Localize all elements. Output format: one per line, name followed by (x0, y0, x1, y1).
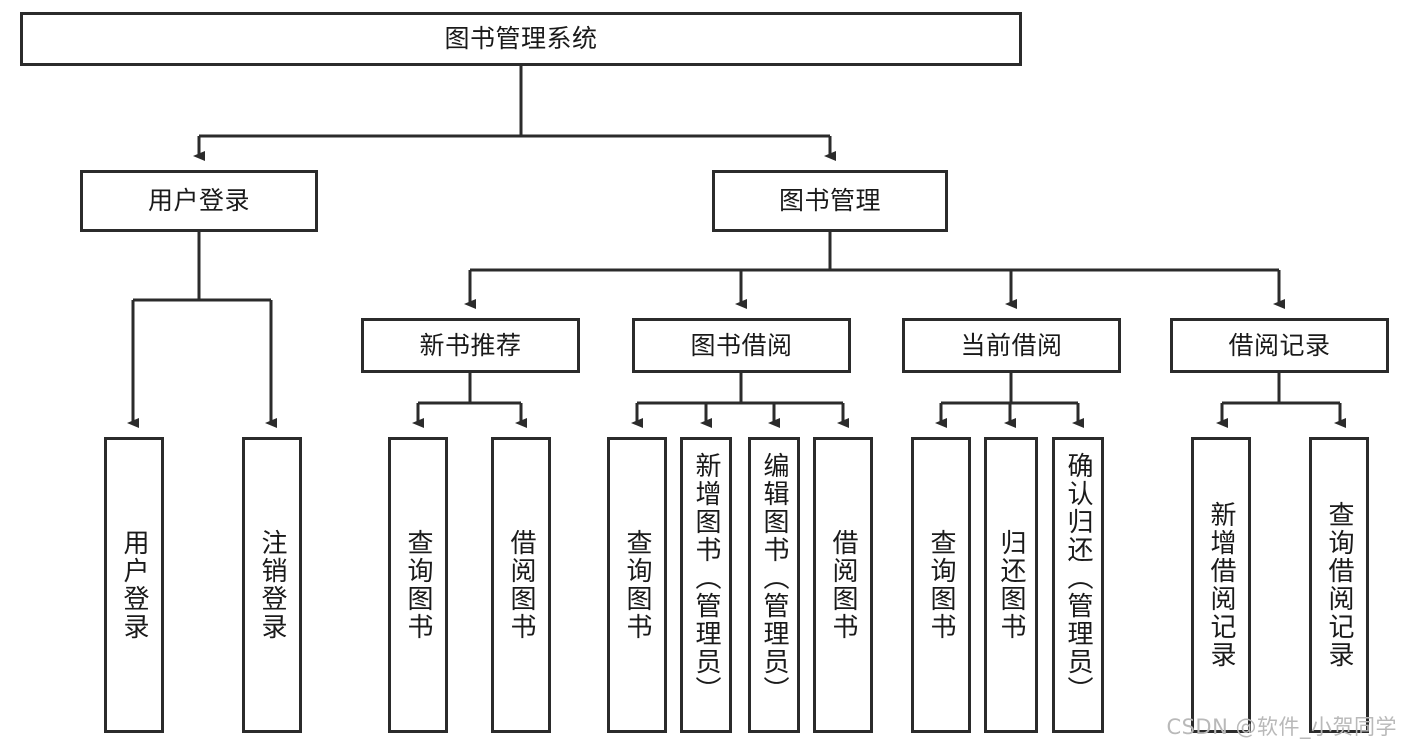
node-book-borrow[interactable]: 图书借阅 (632, 318, 851, 373)
node-leaf-edit-book-admin[interactable]: 编辑图书（管理员） (748, 437, 800, 733)
node-label: 确认归还（管理员） (1063, 452, 1093, 704)
node-leaf-user-login[interactable]: 用户登录 (104, 437, 164, 733)
node-label: 查询借阅记录 (1324, 501, 1354, 669)
node-label: 查询图书 (622, 529, 652, 641)
node-label: 用户登录 (119, 529, 149, 641)
node-label: 归还图书 (996, 529, 1026, 641)
node-leaf-borrow-book-recommend[interactable]: 借阅图书 (491, 437, 551, 733)
node-label: 编辑图书（管理员） (759, 452, 789, 704)
node-leaf-query-book-borrow[interactable]: 查询图书 (607, 437, 667, 733)
node-label: 注销登录 (257, 529, 287, 641)
node-label: 查询图书 (926, 529, 956, 641)
node-label: 查询图书 (403, 529, 433, 641)
node-root-book-management-system[interactable]: 图书管理系统 (20, 12, 1022, 66)
node-leaf-add-borrow-record[interactable]: 新增借阅记录 (1191, 437, 1251, 733)
node-label: 当前借阅 (960, 330, 1063, 360)
node-leaf-borrow-book[interactable]: 借阅图书 (813, 437, 873, 733)
node-user-login[interactable]: 用户登录 (80, 170, 318, 232)
node-leaf-query-book-recommend[interactable]: 查询图书 (388, 437, 448, 733)
node-leaf-query-borrow-record[interactable]: 查询借阅记录 (1309, 437, 1369, 733)
node-current-borrow[interactable]: 当前借阅 (902, 318, 1121, 373)
node-label: 借阅记录 (1228, 330, 1331, 360)
node-label: 新增图书（管理员） (691, 452, 721, 704)
node-leaf-confirm-return-admin[interactable]: 确认归还（管理员） (1052, 437, 1104, 733)
node-label: 借阅图书 (506, 529, 536, 641)
node-label: 图书管理 (778, 186, 881, 215)
node-leaf-return-book[interactable]: 归还图书 (984, 437, 1038, 733)
node-leaf-query-book-current[interactable]: 查询图书 (911, 437, 971, 733)
node-label: 用户登录 (147, 186, 250, 215)
node-book-management[interactable]: 图书管理 (712, 170, 948, 232)
node-new-book-recommend[interactable]: 新书推荐 (361, 318, 580, 373)
csdn-watermark: CSDN @软件_小贺同学 (1166, 715, 1397, 739)
node-borrow-record[interactable]: 借阅记录 (1170, 318, 1389, 373)
node-label: 新增借阅记录 (1206, 501, 1236, 669)
node-leaf-logout[interactable]: 注销登录 (242, 437, 302, 733)
node-label: 新书推荐 (419, 330, 522, 360)
node-label: 图书借阅 (690, 330, 793, 360)
node-leaf-add-book-admin[interactable]: 新增图书（管理员） (680, 437, 732, 733)
node-label: 借阅图书 (828, 529, 858, 641)
node-label: 图书管理系统 (444, 24, 598, 53)
